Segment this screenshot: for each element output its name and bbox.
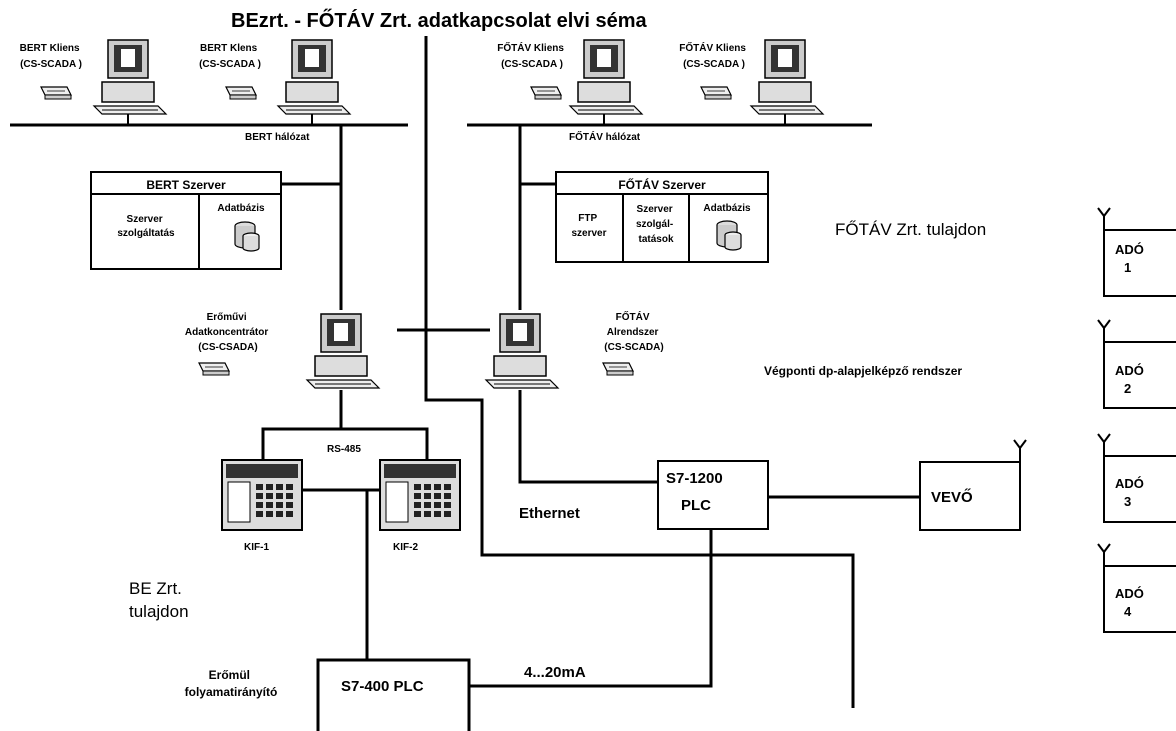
fotav-subsystem-modem-icon	[602, 362, 634, 376]
ado-3-number: 3	[1124, 494, 1131, 509]
kif-2-label: KIF-2	[393, 542, 418, 553]
fotav-client-2-computer-icon	[750, 39, 824, 115]
fotav-client-1-modem-icon	[530, 86, 562, 100]
plc400-label: S7-400 PLC	[341, 678, 424, 695]
ado-2: ADÓ 2	[1097, 319, 1176, 409]
fotav-subsystem-label: FŐTÁV Alrendszer (CS-SCADA)	[604, 310, 663, 353]
concentrator-computer-icon	[306, 313, 380, 389]
subsystem-plc1200-link	[518, 390, 658, 484]
signal-line	[469, 529, 713, 688]
bert-server-box: BERT Szerver Szerver szolgáltatás Adatbá…	[90, 171, 282, 270]
vevo-label: VEVŐ	[931, 488, 973, 506]
fotav-ownership-label: FŐTÁV Zrt. tulajdon	[835, 220, 986, 239]
process-controller-label: Erőmül folyamatirányító	[185, 668, 278, 699]
ado-2-label: ADÓ	[1115, 363, 1144, 378]
ado-3-label: ADÓ	[1115, 476, 1144, 491]
ado-3-antenna-icon	[1097, 433, 1111, 457]
ado-4-number: 4	[1124, 604, 1132, 619]
ado-1: ADÓ 1	[1097, 207, 1176, 297]
plc400-box: S7-400 PLC	[316, 658, 471, 731]
ado-1-label: ADÓ	[1115, 242, 1144, 257]
concentrator-modem-icon	[198, 362, 230, 376]
kif-1-device-icon	[221, 459, 303, 531]
fotav-client-2-modem-icon	[700, 86, 732, 100]
fotav-network-label: FŐTÁV hálózat	[569, 130, 641, 143]
kif-2-device-icon	[379, 459, 461, 531]
vevo-box: VEVŐ	[919, 461, 1021, 531]
bert-server-title: BERT Szerver	[146, 178, 226, 192]
bert-client-1-label: BERT Kliens (CS-SCADA )	[20, 43, 83, 70]
rs485-bus-line	[261, 427, 429, 465]
bert-network-label: BERT hálózat	[245, 132, 310, 143]
fotav-server-title: FŐTÁV Szerver	[618, 177, 706, 192]
fotav-database-label: Adatbázis	[703, 203, 751, 214]
concentrator-label: Erőművi Adatkoncentrátor (CS-CSADA)	[185, 312, 271, 353]
bert-client-2-modem-icon	[225, 86, 257, 100]
fotav-services-label: Szerver szolgál- tatások	[636, 204, 676, 245]
bert-client-2-computer-icon	[277, 39, 351, 115]
fotav-server-box: FŐTÁV Szerver FTP szerver Szerver szolgá…	[555, 171, 769, 263]
bert-database-icon	[234, 221, 260, 252]
ado-4-antenna-icon	[1097, 543, 1111, 567]
fotav-client-1-computer-icon	[569, 39, 643, 115]
ado-1-antenna-icon	[1097, 207, 1111, 231]
signal-label: 4...20mA	[524, 664, 586, 681]
plc1200-box: S7-1200 PLC	[657, 460, 769, 530]
ado-4-label: ADÓ	[1115, 586, 1144, 601]
plc1200-type-label: PLC	[681, 497, 711, 514]
ado-1-number: 1	[1124, 260, 1131, 275]
bert-client-1-computer-icon	[93, 39, 167, 115]
kif-1-label: KIF-1	[244, 542, 269, 553]
central-link-line	[424, 36, 855, 708]
ado-3: ADÓ 3	[1097, 433, 1176, 523]
endpoint-system-label: Végponti dp-alapjelképző rendszer	[764, 364, 962, 378]
fotav-client-2-label: FŐTÁV Kliens (CS-SCADA )	[679, 41, 748, 70]
bert-client-1-modem-icon	[40, 86, 72, 100]
fotav-client-1-label: FŐTÁV Kliens (CS-SCADA )	[497, 41, 566, 70]
bert-client-2-label: BERT Klens (CS-SCADA )	[199, 43, 261, 70]
ado-2-antenna-icon	[1097, 319, 1111, 343]
fotav-ftp-label: FTP szerver	[571, 213, 606, 239]
ado-2-number: 2	[1124, 381, 1131, 396]
bert-server-service-label: Szerver szolgáltatás	[117, 214, 175, 239]
rs485-label: RS-485	[327, 444, 361, 455]
bert-database-label: Adatbázis	[217, 203, 265, 214]
fotav-subsystem-computer-icon	[485, 313, 559, 389]
fotav-database-icon	[716, 220, 742, 251]
vevo-antenna-icon	[1013, 439, 1027, 463]
ado-4: ADÓ 4	[1097, 543, 1176, 633]
plc1200-model-label: S7-1200	[666, 470, 723, 487]
ethernet-label: Ethernet	[519, 505, 580, 522]
diagram-title: BEzrt. - FŐTÁV Zrt. adatkapcsolat elvi s…	[231, 9, 648, 32]
be-ownership-label: BE Zrt. tulajdon	[129, 579, 189, 621]
